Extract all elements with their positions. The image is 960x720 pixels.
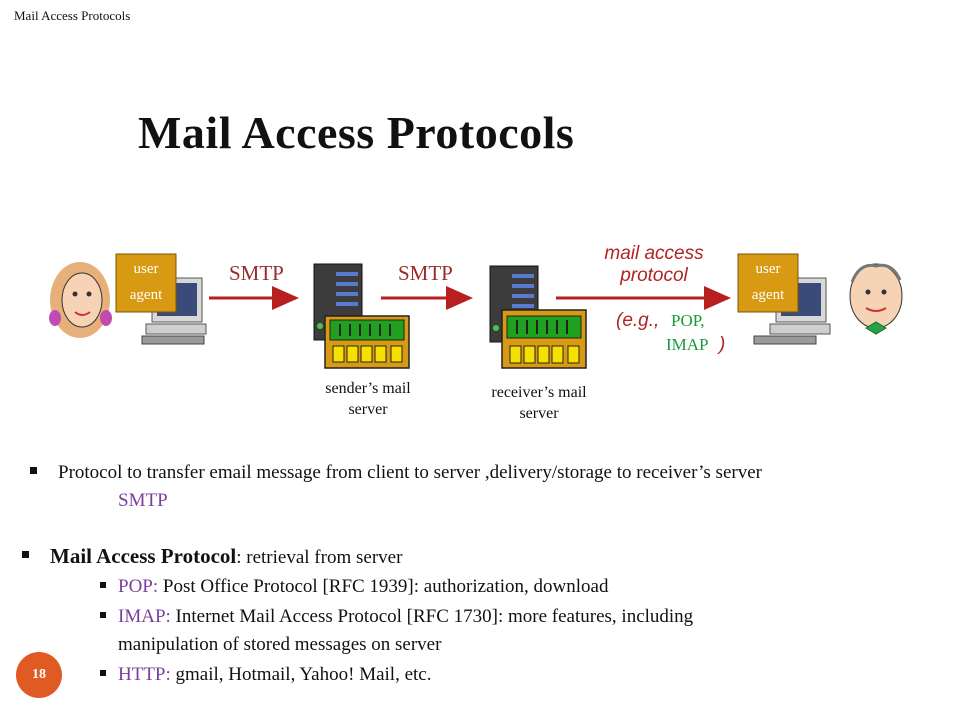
bullet-mail-access: Mail Access Protocol: retrieval from ser… xyxy=(22,544,402,569)
bullet-square-icon xyxy=(100,670,106,676)
user-agent-left: user agent xyxy=(115,253,177,313)
slide-title: Mail Access Protocols xyxy=(138,107,575,158)
receiver-mailbox-icon xyxy=(501,309,587,369)
smtp-label-2: SMTP xyxy=(398,261,453,285)
svg-text:protocol: protocol xyxy=(619,265,688,286)
slide-header: Mail Access Protocols xyxy=(14,8,131,23)
page-number-badge: 18 xyxy=(16,652,62,698)
svg-text:): ) xyxy=(717,334,725,355)
svg-text:POP,: POP, xyxy=(671,311,705,330)
sub-bullet-http: HTTP: gmail, Hotmail, Yahoo! Mail, etc. xyxy=(100,664,431,686)
receiver-server-label: receiver’s mail server xyxy=(491,384,587,422)
sub-bullet-pop: POP: Post Office Protocol [RFC 1939]: au… xyxy=(100,576,608,598)
woman-user-icon xyxy=(49,262,112,338)
bullet-square-icon xyxy=(30,467,37,474)
sub-bullet-imap: IMAP: Internet Mail Access Protocol [RFC… xyxy=(100,606,693,628)
svg-text:IMAP: IMAP xyxy=(666,335,709,354)
man-user-icon xyxy=(849,263,903,335)
svg-text:agent: agent xyxy=(130,287,163,303)
bullet-smtp: Protocol to transfer email message from … xyxy=(30,462,762,484)
user-agent-right: user agent xyxy=(737,253,799,313)
sub-bullet-imap-cont: manipulation of stored messages on serve… xyxy=(118,634,442,655)
smtp-label-1: SMTP xyxy=(229,261,284,285)
svg-text:agent: agent xyxy=(752,287,785,303)
svg-text:mail access: mail access xyxy=(604,243,704,264)
svg-text:(e.g.,: (e.g., xyxy=(616,310,659,331)
svg-text:user: user xyxy=(134,261,159,277)
sender-server-label: sender’s mail server xyxy=(325,380,411,418)
bullet-square-icon xyxy=(22,551,29,558)
mail-access-label: mail access protocol xyxy=(604,243,704,286)
bullet-square-icon xyxy=(100,582,106,588)
eg-protocols-label: (e.g., POP, IMAP ) xyxy=(616,310,725,355)
bullet-square-icon xyxy=(100,612,106,618)
sender-mailbox-icon xyxy=(324,315,410,369)
bullet-smtp-sub: SMTP xyxy=(118,490,168,511)
svg-text:user: user xyxy=(756,261,781,277)
